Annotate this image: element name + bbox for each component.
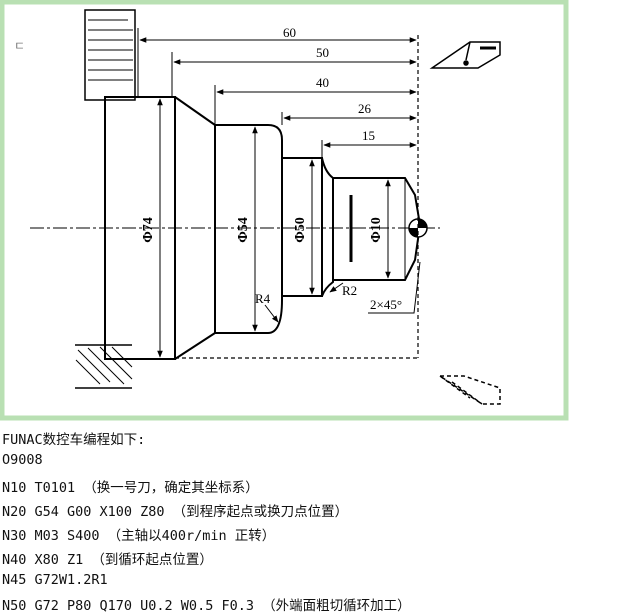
program-line: N50 G72 P80 Q170 U0.2 W0.5 F0.3 （外端面粗切循环… [2,598,411,614]
corner-mark: ㄷ [14,39,25,53]
program-line: N30 M03 S400 （主轴以400r/min 正转） [2,528,276,544]
program-line: O9008 [2,452,43,468]
r2-leader [329,282,344,293]
dim-40-label: 40 [316,75,329,90]
drawing-frame [0,0,569,421]
program-line: N10 T0101 （换一号刀，确定其坐标系） [2,480,259,496]
program-line: N20 G54 G00 X100 Z80 （到程序起点或换刀点位置） [2,504,349,520]
diameter-74-label: Φ74 [141,217,156,243]
radius-r4-label: R4 [255,291,271,306]
diameter-lines [157,98,391,358]
chuck-top [84,9,136,101]
extension-lines [137,28,323,158]
chamfer-label: 2×45° [370,297,402,312]
program-line: N45 G72W1.2R1 [2,572,108,588]
diameter-50-label: Φ50 [293,217,308,243]
program-line: N40 X80 Z1 （到循环起点位置） [2,552,213,568]
diameter-54-label: Φ54 [236,217,251,243]
radius-r2-label: R2 [342,283,357,298]
r4-leader [264,304,279,323]
drawing-canvas: ㄷ [0,0,569,421]
chamfer-leader [368,261,421,314]
program-line: FUNAC数控车编程如下: [2,432,146,448]
dim-26-label: 26 [358,101,372,116]
dim-15-label: 15 [362,128,375,143]
blank-outline [175,35,419,359]
tool-path-icon [437,375,501,405]
lathe-part-drawing: ㄷ [0,0,569,421]
dim-60-label: 60 [283,25,296,40]
dim-50-label: 50 [316,45,329,60]
dimension-lines [139,37,417,148]
diameter-10-label: Φ10 [369,217,384,243]
tool-icon [429,41,501,69]
chuck-bottom [75,344,133,389]
